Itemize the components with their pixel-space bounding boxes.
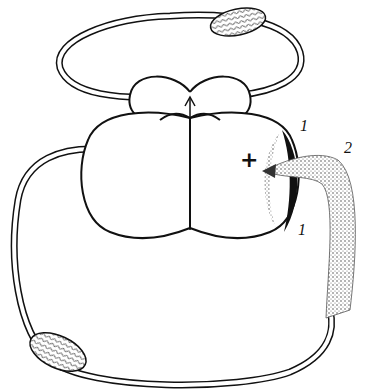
pole-sign: + xyxy=(240,149,258,171)
callout-number: 1 xyxy=(298,222,306,238)
callout-number: 1 xyxy=(300,118,308,134)
callout-number: 2 xyxy=(344,140,352,156)
